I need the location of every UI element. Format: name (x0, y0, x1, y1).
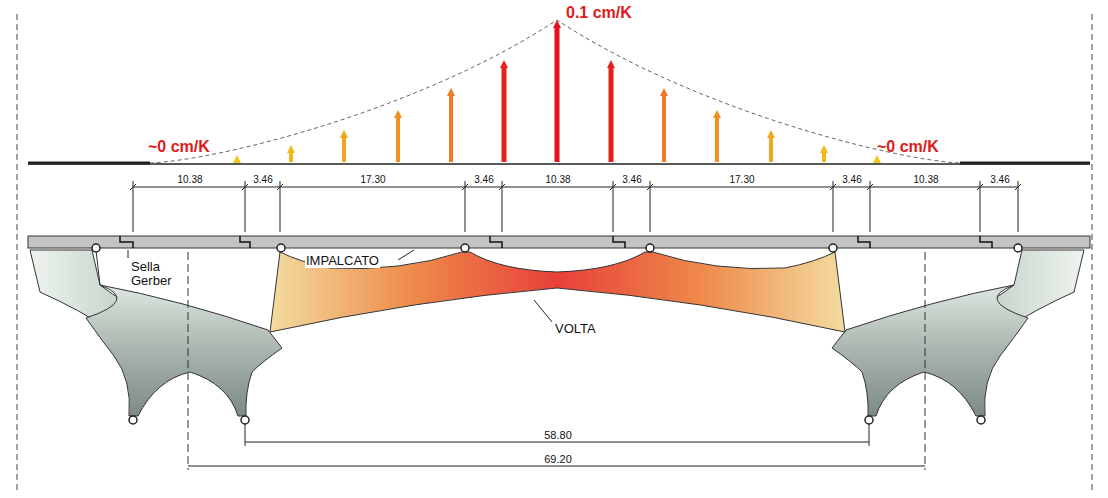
arrow-shaft (502, 66, 507, 162)
right-pier (832, 250, 1084, 416)
dimension-slash (1015, 184, 1021, 190)
part-label: VOLTA (554, 322, 597, 336)
arrow-head (607, 60, 615, 68)
dimension-slash (647, 184, 653, 190)
dimension-slash (130, 184, 136, 190)
dimension-text: 17.30 (728, 174, 755, 185)
dimension-tick (465, 181, 466, 232)
dimension-tick (1018, 181, 1019, 232)
leader-lines (128, 250, 552, 322)
dimension-text: 10.38 (176, 174, 203, 185)
dimension-slash (242, 184, 248, 190)
deck-impalcato (28, 236, 1090, 248)
part-label: Sella Gerber (130, 260, 182, 289)
displacement-value: ~0 cm/K (148, 138, 210, 156)
dimension-tick (650, 181, 651, 232)
arrow-shaft (715, 116, 719, 162)
axis-lines (188, 252, 925, 470)
dimension-text: 3.46 (252, 174, 273, 185)
dimension-text: 69.20 (543, 453, 573, 465)
arrow-shaft (662, 94, 666, 162)
dimension-tick (870, 181, 871, 232)
dimension-text: 3.46 (841, 174, 862, 185)
arrow-head (287, 145, 295, 153)
dimension-slash (499, 184, 505, 190)
arrow-head (553, 20, 561, 28)
arrow-head (873, 155, 881, 163)
displacement-value: ~0 cm/K (877, 138, 939, 156)
dimension-text: 17.30 (359, 174, 386, 185)
arrow-shaft (609, 66, 614, 162)
dimension-tick (245, 181, 246, 232)
arrow-shaft (449, 94, 453, 162)
arrow-head (713, 110, 721, 118)
dimension-text: 3.46 (989, 174, 1010, 185)
dimension-slash (610, 184, 616, 190)
dimension-tick (280, 181, 281, 232)
dimension-slash (830, 184, 836, 190)
hinges (92, 244, 1022, 424)
baseline (28, 163, 1090, 164)
displacement-curve (150, 20, 960, 163)
dimension-slash (462, 184, 468, 190)
arrow-head (820, 145, 828, 153)
dimension-slash (277, 184, 283, 190)
arrow-shaft (396, 116, 400, 162)
left-pier (30, 250, 282, 416)
arrow-shaft (342, 136, 346, 162)
arrow-head (447, 88, 455, 96)
dimension-slash (977, 184, 983, 190)
dimension-text: 58.80 (543, 429, 573, 441)
arrow-head (500, 60, 508, 68)
arrow-head (767, 130, 775, 138)
dimension-tick (980, 181, 981, 232)
bottom-dimensions (188, 424, 925, 466)
frame-lines (17, 14, 1092, 492)
arrow-head (233, 155, 241, 163)
arrow-head (660, 88, 668, 96)
dimension-text: 3.46 (473, 174, 494, 185)
dimension-tick (613, 181, 614, 232)
dimension-tick (502, 181, 503, 232)
displacement-arrows (233, 20, 881, 163)
arrow-shaft (555, 26, 560, 162)
dimension-tick (133, 181, 134, 232)
dimension-text: 10.38 (544, 174, 571, 185)
arrow-head (394, 110, 402, 118)
dimension-line (130, 181, 1021, 232)
dimension-text: 3.46 (621, 174, 642, 185)
arrow-head (340, 130, 348, 138)
arch-volta (270, 252, 845, 332)
dimension-tick (833, 181, 834, 232)
part-label: IMPALCATO (305, 254, 380, 268)
dimension-text: 10.38 (912, 174, 939, 185)
displacement-value: 0.1 cm/K (566, 4, 632, 22)
dimension-slash (867, 184, 873, 190)
arrow-shaft (769, 136, 773, 162)
